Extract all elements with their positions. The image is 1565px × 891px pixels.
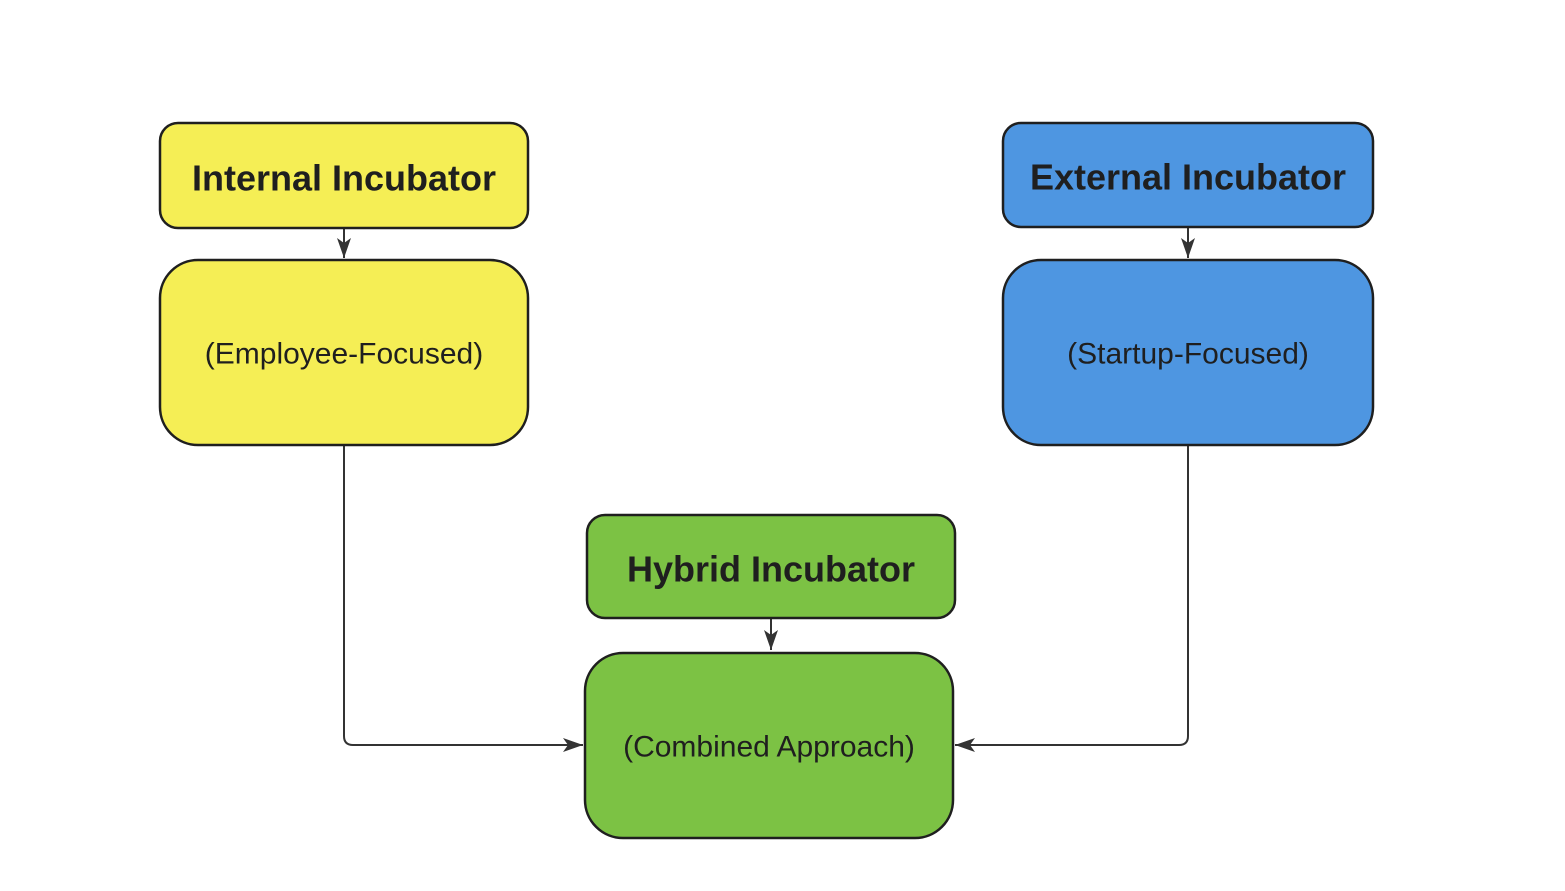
node-startup-focused: (Startup-Focused) — [1001, 258, 1375, 447]
node-hybrid-incubator: Hybrid Incubator — [585, 513, 957, 620]
node-internal-incubator-box — [158, 121, 530, 230]
node-internal-incubator-label: Internal Incubator — [192, 158, 496, 199]
node-combined-approach-label: (Combined Approach) — [623, 731, 915, 764]
node-external-incubator: External Incubator — [1001, 121, 1375, 229]
node-hybrid-incubator-label: Hybrid Incubator — [627, 549, 915, 590]
edge-external-detail-to-hybrid-detail — [955, 445, 1189, 752]
node-employee-focused-label: (Employee-Focused) — [205, 338, 483, 371]
node-startup-focused-label: (Startup-Focused) — [1067, 338, 1309, 371]
node-internal-incubator: Internal Incubator — [158, 121, 530, 230]
edge-layer — [337, 227, 1195, 752]
node-external-incubator-box — [1001, 121, 1375, 229]
node-combined-approach: (Combined Approach) — [583, 651, 955, 840]
node-employee-focused-box — [158, 258, 530, 447]
node-combined-approach-box — [583, 651, 955, 840]
node-startup-focused-box — [1001, 258, 1375, 447]
edge-internal-detail-to-hybrid-detail — [343, 445, 583, 752]
node-external-incubator-label: External Incubator — [1030, 157, 1346, 198]
node-employee-focused: (Employee-Focused) — [158, 258, 530, 447]
node-hybrid-incubator-box — [585, 513, 957, 620]
